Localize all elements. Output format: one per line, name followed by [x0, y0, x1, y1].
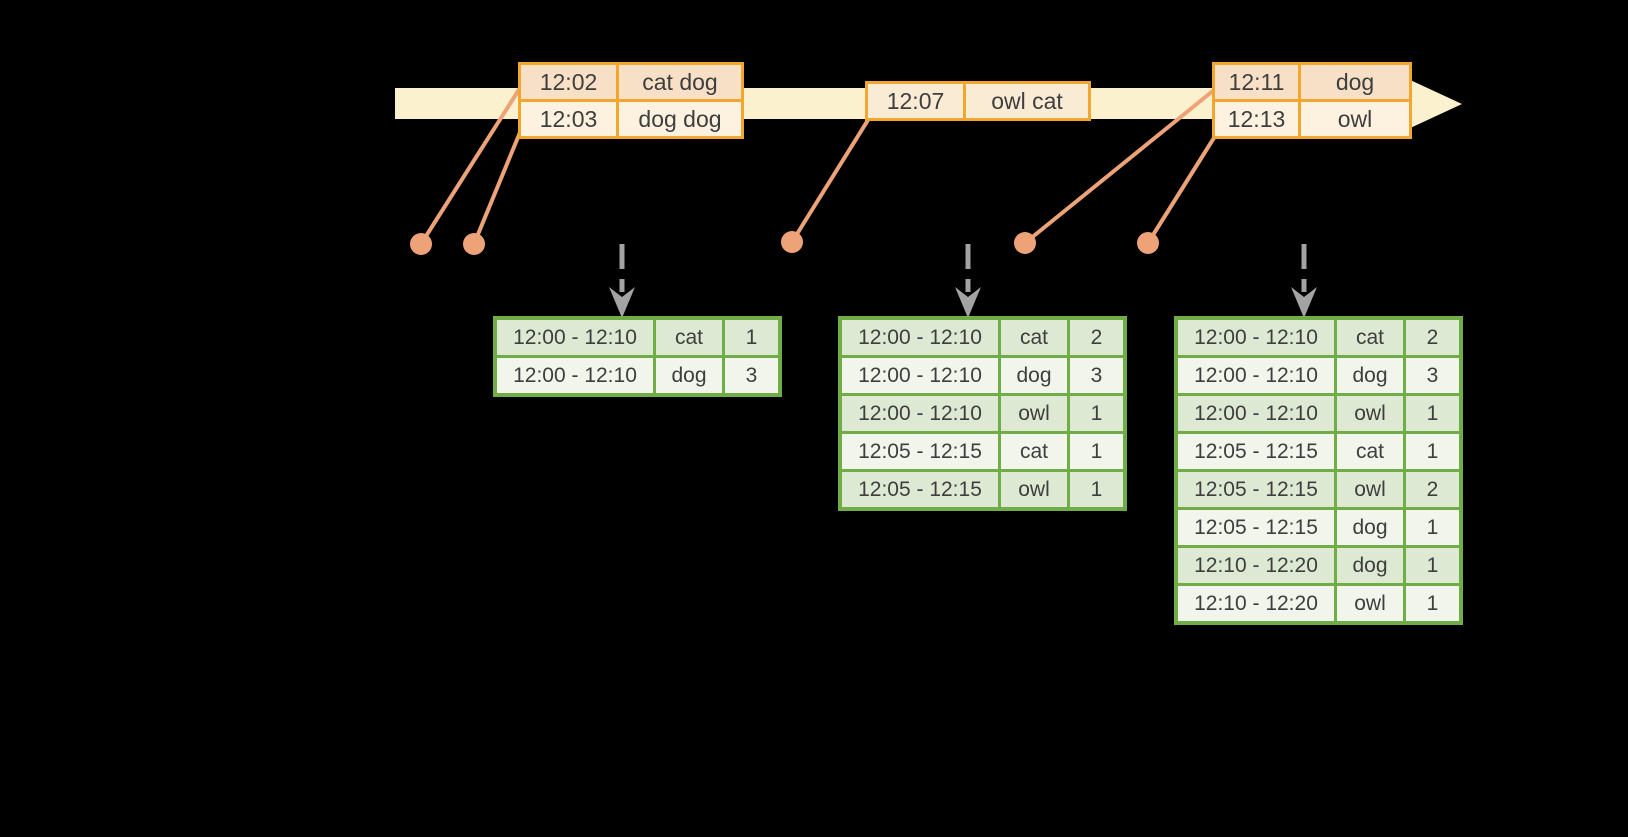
- result-window: 12:10 - 12:20: [1174, 545, 1337, 586]
- result-count: 2: [1067, 316, 1127, 358]
- result-count: 1: [1067, 469, 1127, 511]
- result-word: dog: [653, 355, 725, 397]
- result-count: 1: [1403, 583, 1463, 625]
- event-table-3: 12:11 dog 12:13 owl: [1212, 62, 1412, 139]
- event-time: 12:02: [518, 62, 619, 102]
- result-word: owl: [1334, 393, 1406, 434]
- result-window: 12:00 - 12:10: [838, 393, 1001, 434]
- result-word: owl: [998, 469, 1070, 511]
- event-words: cat dog: [616, 62, 744, 102]
- result-word: cat: [653, 316, 725, 358]
- event-words: owl cat: [963, 81, 1091, 121]
- result-window: 12:05 - 12:15: [1174, 431, 1337, 472]
- event-connector-lines: [419, 86, 1219, 246]
- table-row: 12:05 - 12:15 cat 1: [1174, 431, 1463, 472]
- result-window: 12:00 - 12:10: [1174, 393, 1337, 434]
- result-count: 1: [1403, 431, 1463, 472]
- result-count: 2: [1403, 316, 1463, 358]
- result-window: 12:00 - 12:10: [493, 355, 656, 397]
- table-row: 12:05 - 12:15 dog 1: [1174, 507, 1463, 548]
- result-count: 3: [1403, 355, 1463, 396]
- table-row: 12:10 - 12:20 owl 1: [1174, 583, 1463, 625]
- event-dot-1213: [1137, 232, 1159, 254]
- result-word: cat: [998, 316, 1070, 358]
- result-word: dog: [1334, 507, 1406, 548]
- result-window: 12:00 - 12:10: [838, 355, 1001, 396]
- table-row: 12:00 - 12:10 dog 3: [493, 355, 782, 397]
- result-word: owl: [1334, 469, 1406, 510]
- result-table-3: 12:00 - 12:10 cat 2 12:00 - 12:10 dog 3 …: [1174, 316, 1463, 625]
- event-time: 12:11: [1212, 62, 1301, 102]
- result-table-1: 12:00 - 12:10 cat 1 12:00 - 12:10 dog 3: [493, 316, 782, 397]
- event-dot-1207: [781, 231, 803, 253]
- result-word: dog: [1334, 355, 1406, 396]
- result-count: 1: [1403, 393, 1463, 434]
- table-row: 12:00 - 12:10 owl 1: [1174, 393, 1463, 434]
- trigger-arrowhead-icon: [1291, 287, 1317, 318]
- result-count: 1: [722, 316, 782, 358]
- table-row: 12:13 owl: [1212, 99, 1412, 139]
- table-row: 12:00 - 12:10 cat 2: [838, 316, 1127, 358]
- result-count: 2: [1403, 469, 1463, 510]
- result-window: 12:00 - 12:10: [1174, 355, 1337, 396]
- result-count: 1: [1403, 545, 1463, 586]
- event-time: 12:13: [1212, 99, 1301, 139]
- result-word: dog: [998, 355, 1070, 396]
- table-row: 12:00 - 12:10 dog 3: [1174, 355, 1463, 396]
- result-word: cat: [1334, 431, 1406, 472]
- result-window: 12:05 - 12:15: [1174, 469, 1337, 510]
- result-count: 1: [1403, 507, 1463, 548]
- result-word: owl: [998, 393, 1070, 434]
- table-row: 12:07 owl cat: [865, 81, 1091, 121]
- result-window: 12:10 - 12:20: [1174, 583, 1337, 625]
- result-table-2: 12:00 - 12:10 cat 2 12:00 - 12:10 dog 3 …: [838, 316, 1127, 511]
- table-row: 12:10 - 12:20 dog 1: [1174, 545, 1463, 586]
- result-window: 12:05 - 12:15: [838, 469, 1001, 511]
- result-window: 12:00 - 12:10: [1174, 316, 1337, 358]
- event-dot-1203: [463, 233, 485, 255]
- table-row: 12:05 - 12:15 owl 2: [1174, 469, 1463, 510]
- table-row: 12:00 - 12:10 cat 1: [493, 316, 782, 358]
- trigger-arrowhead-icon: [609, 287, 635, 318]
- result-count: 3: [1067, 355, 1127, 396]
- table-row: 12:03 dog dog: [518, 99, 744, 139]
- event-words: owl: [1298, 99, 1412, 139]
- table-row: 12:00 - 12:10 dog 3: [838, 355, 1127, 396]
- event-dot-1211: [1014, 232, 1036, 254]
- table-row: 12:02 cat dog: [518, 62, 744, 102]
- result-count: 1: [1067, 393, 1127, 434]
- result-word: cat: [998, 431, 1070, 472]
- event-time: 12:03: [518, 99, 619, 139]
- result-count: 3: [722, 355, 782, 397]
- result-window: 12:05 - 12:15: [838, 431, 1001, 472]
- event-table-1: 12:02 cat dog 12:03 dog dog: [518, 62, 744, 139]
- trigger-arrowhead-icon: [955, 287, 981, 318]
- result-word: dog: [1334, 545, 1406, 586]
- event-words: dog: [1298, 62, 1412, 102]
- result-count: 1: [1067, 431, 1127, 472]
- table-row: 12:11 dog: [1212, 62, 1412, 102]
- result-window: 12:00 - 12:10: [838, 316, 1001, 358]
- event-words: dog dog: [616, 99, 744, 139]
- event-table-2: 12:07 owl cat: [865, 81, 1091, 121]
- result-word: cat: [1334, 316, 1406, 358]
- table-row: 12:00 - 12:10 owl 1: [838, 393, 1127, 434]
- result-word: owl: [1334, 583, 1406, 625]
- trigger-arrows: [609, 244, 1317, 318]
- result-window: 12:00 - 12:10: [493, 316, 656, 358]
- event-time: 12:07: [865, 81, 966, 121]
- event-dot-1202: [410, 233, 432, 255]
- event-dots: [410, 231, 1159, 255]
- table-row: 12:00 - 12:10 cat 2: [1174, 316, 1463, 358]
- table-row: 12:05 - 12:15 cat 1: [838, 431, 1127, 472]
- table-row: 12:05 - 12:15 owl 1: [838, 469, 1127, 511]
- result-window: 12:05 - 12:15: [1174, 507, 1337, 548]
